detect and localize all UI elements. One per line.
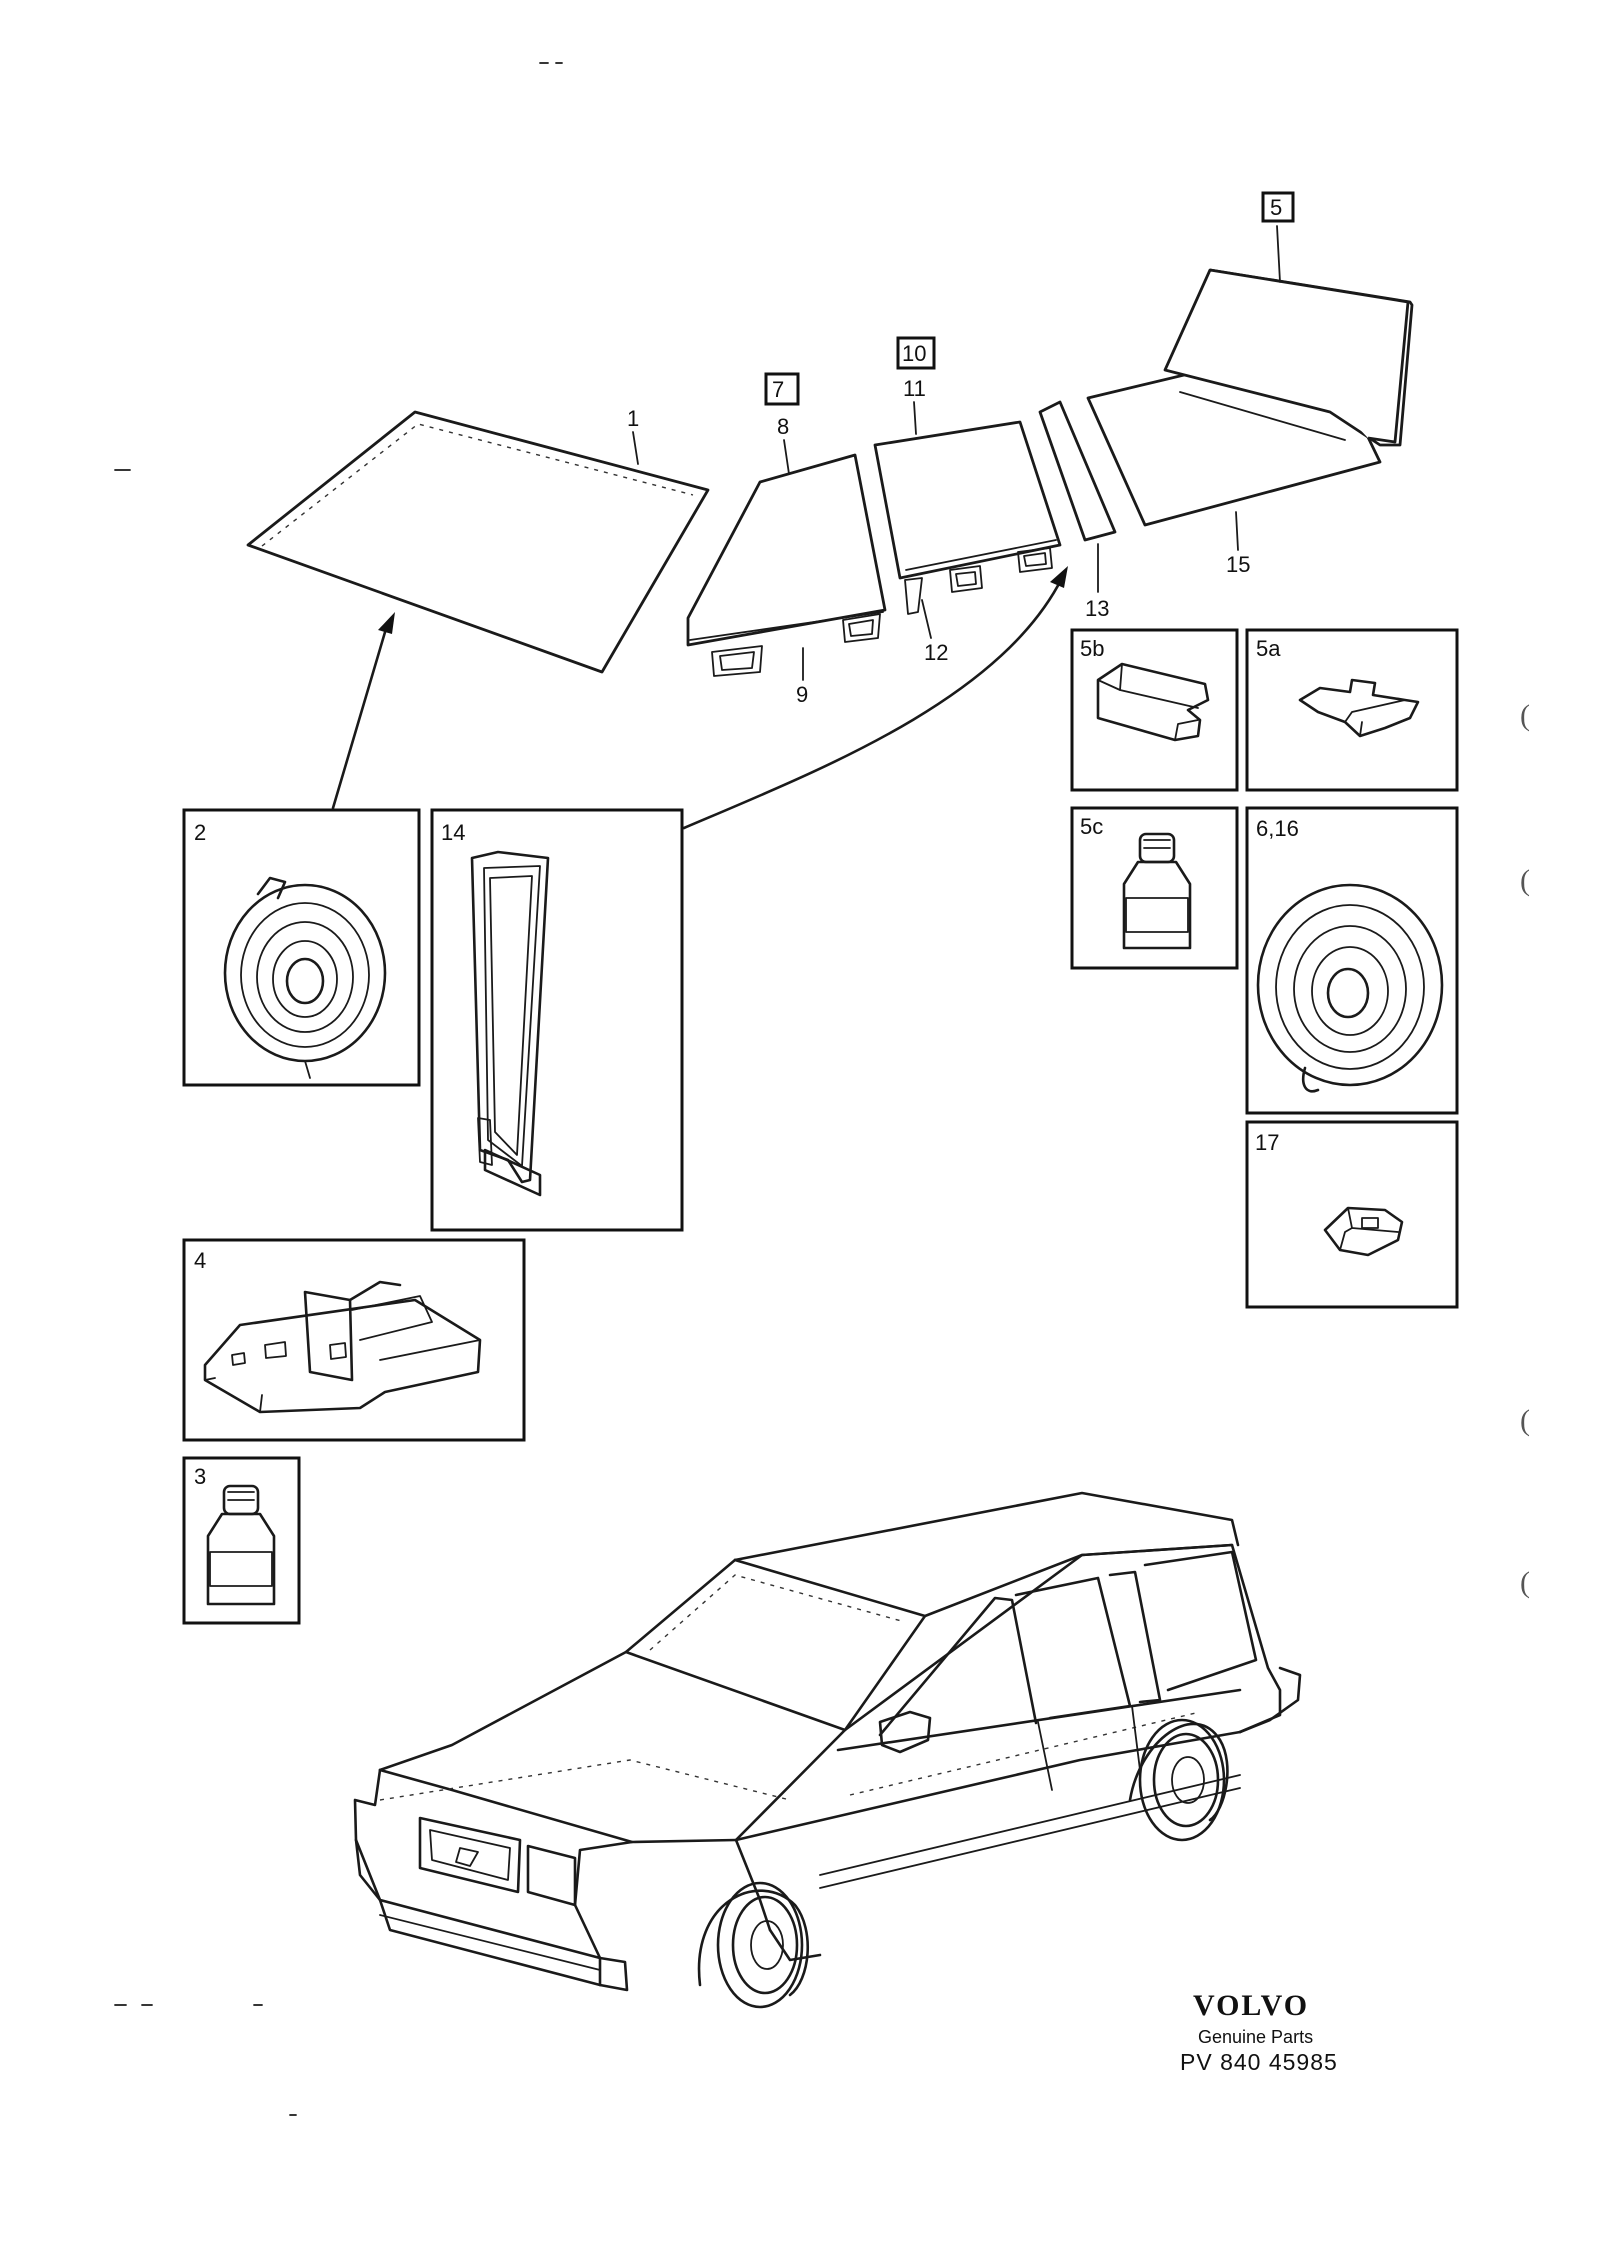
svg-text:1: 1: [627, 406, 639, 431]
svg-text:15: 15: [1226, 552, 1250, 577]
svg-text:13: 13: [1085, 596, 1109, 621]
svg-text:3: 3: [194, 1464, 206, 1489]
svg-text:(: (: [1520, 1404, 1530, 1437]
svg-text:5b: 5b: [1080, 636, 1104, 661]
callout-10: 10: [896, 336, 936, 370]
svg-text:(: (: [1520, 1566, 1530, 1599]
box-5c-primer-bottle: 5c: [1070, 806, 1239, 970]
svg-text:12: 12: [924, 640, 948, 665]
svg-text:9: 9: [796, 682, 808, 707]
svg-text:5: 5: [1270, 195, 1282, 220]
box-3-primer-bottle: 3: [182, 1456, 301, 1625]
genuine-parts-text: Genuine Parts: [1198, 2027, 1313, 2047]
callout-12: 12: [921, 599, 948, 665]
svg-text:7: 7: [772, 377, 784, 402]
callout-9: 9: [796, 647, 808, 707]
callout-1: 1: [627, 406, 639, 465]
scan-specks: [114, 62, 563, 2116]
box-4-bracket: 4: [182, 1238, 526, 1442]
svg-text:2: 2: [194, 820, 206, 845]
svg-text:8: 8: [777, 414, 789, 439]
box-14-glass-frame: 14: [430, 808, 684, 1232]
station-wagon-illustration: [353, 1491, 1302, 2009]
box-17-clip: 17: [1245, 1120, 1459, 1309]
margin-marks: ( ( ( (: [1520, 699, 1530, 1599]
svg-text:(: (: [1520, 864, 1530, 897]
box-5a-clip: 5a: [1245, 628, 1459, 792]
svg-text:10: 10: [902, 341, 926, 366]
svg-text:(: (: [1520, 699, 1530, 732]
rear-door-glass: [873, 420, 1062, 615]
brand-block: VOLVO Genuine Parts PV 840 45985: [1180, 1989, 1338, 2075]
svg-text:6,16: 6,16: [1256, 816, 1299, 841]
windscreen-glass: [246, 410, 710, 674]
arrow-box2-to-windscreen: [331, 612, 395, 810]
callout-8: 8: [777, 414, 790, 475]
box-2-adhesive-tape: 2: [182, 808, 421, 1087]
callout-11: 11: [903, 376, 926, 435]
svg-text:17: 17: [1255, 1130, 1279, 1155]
box-6-16-adhesive-tape: 6,16: [1245, 806, 1459, 1115]
box-5b-clip: 5b: [1070, 628, 1239, 792]
volvo-logo-text: VOLVO: [1193, 1989, 1309, 2022]
front-door-glass: [686, 453, 887, 677]
callout-13: 13: [1085, 543, 1109, 621]
svg-text:5a: 5a: [1256, 636, 1281, 661]
part-number: PV 840 45985: [1180, 2049, 1338, 2075]
svg-text:14: 14: [441, 820, 465, 845]
callout-15: 15: [1226, 511, 1250, 577]
callout-5: 5: [1261, 191, 1295, 283]
tailgate-glass: [1163, 268, 1414, 447]
svg-text:11: 11: [903, 376, 926, 401]
svg-text:4: 4: [194, 1248, 206, 1273]
svg-text:5c: 5c: [1080, 814, 1103, 839]
arrow-box14-to-quarter-glass: [682, 566, 1068, 830]
callout-7: 7: [764, 372, 800, 406]
quarter-glass: [1038, 400, 1117, 542]
